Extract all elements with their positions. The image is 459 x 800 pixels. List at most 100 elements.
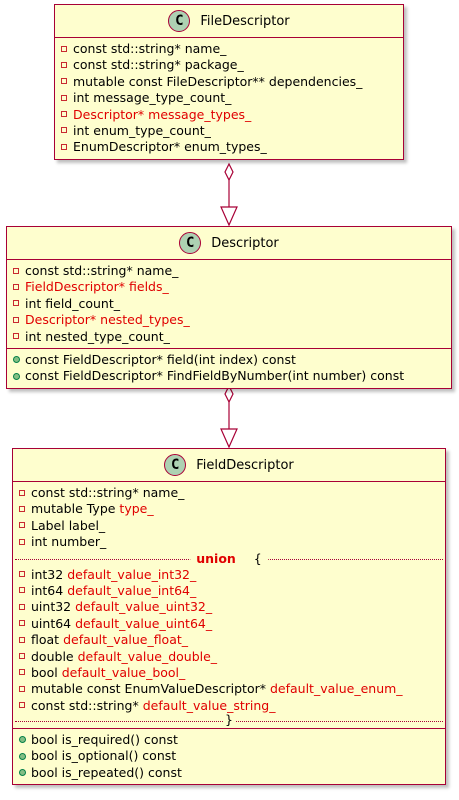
field-row: FieldDescriptor* fields_ [7, 279, 451, 295]
union-field-row-name: default_value_enum_ [269, 681, 403, 697]
class-badge-icon: C [164, 454, 187, 476]
union-close-brace: } [223, 712, 235, 728]
field-row: const std::string* package_ [55, 57, 403, 73]
private-visibility-icon [61, 78, 67, 85]
field-row-text: EnumDescriptor* enum_types_ [73, 139, 267, 155]
field-row-text: int enum_type_count_ [73, 122, 211, 138]
method-row-text: bool is_repeated() const [31, 764, 182, 780]
private-visibility-icon [61, 127, 67, 134]
class-name: FieldDescriptor [196, 457, 294, 473]
public-visibility-icon [19, 769, 26, 777]
class-header: C FileDescriptor [55, 5, 403, 37]
class-header: C FieldDescriptor [13, 449, 445, 481]
class-filedescriptor[interactable]: C FileDescriptor const std::string* name… [54, 4, 404, 160]
generalization-arrowhead [220, 428, 238, 449]
union-field-row: uint32 default_value_uint32_ [13, 599, 445, 615]
private-visibility-icon [61, 45, 67, 52]
union-field-row-name: default_value_int64_ [67, 582, 197, 598]
class-descriptor[interactable]: C Descriptor const std::string* name_Fie… [6, 226, 452, 389]
field-row: const std::string* name_ [55, 41, 403, 57]
field-row: int message_type_count_ [55, 90, 403, 106]
class-name: Descriptor [211, 235, 279, 251]
private-visibility-icon [13, 333, 19, 340]
public-visibility-icon [19, 736, 26, 744]
union-open-brace: { [253, 550, 262, 566]
field-row-text: int nested_type_count_ [25, 328, 170, 344]
fields-section: const std::string* name_const std::strin… [55, 37, 403, 159]
union-field-row: int64 default_value_int64_ [13, 583, 445, 599]
union-field-row-type: int64 [31, 582, 68, 598]
method-row: bool is_required() const [13, 732, 445, 748]
private-visibility-icon [19, 587, 25, 594]
generalization-arrowhead [220, 206, 238, 227]
union-field-row: const std::string* default_value_string_ [13, 698, 445, 714]
union-field-row: double default_value_double_ [13, 649, 445, 665]
union-field-row-type: mutable const EnumValueDescriptor* [31, 681, 270, 697]
union-field-row-name: default_value_double_ [77, 648, 218, 664]
field-row: int field_count_ [7, 296, 451, 312]
field-row: Descriptor* nested_types_ [7, 312, 451, 328]
union-field-row: int32 default_value_int32_ [13, 567, 445, 583]
private-visibility-icon [19, 702, 25, 709]
field-row-text: Label label_ [31, 517, 106, 533]
field-row-text: const std::string* package_ [73, 57, 244, 73]
field-row-text: int number_ [31, 534, 107, 550]
method-row: bool is_optional() const [13, 748, 445, 764]
union-field-row-name: default_value_float_ [63, 632, 189, 648]
field-row-text: const std::string* name_ [31, 485, 185, 500]
field-row: Label label_ [13, 518, 445, 534]
private-visibility-icon [13, 267, 19, 274]
composition-diamond [224, 162, 234, 182]
field-row: mutable Type type_ [13, 501, 445, 517]
method-row-text: const FieldDescriptor* field(int index) … [25, 351, 296, 367]
field-row-text: mutable const FileDescriptor** dependenc… [73, 73, 363, 89]
field-row-text: int field_count_ [25, 295, 121, 311]
union-field-row-name: default_value_int32_ [67, 566, 197, 582]
field-row-text: FieldDescriptor* fields_ [25, 279, 169, 295]
private-visibility-icon [61, 143, 67, 150]
private-visibility-icon [61, 61, 67, 68]
union-field-row-name: default_value_bool_ [61, 664, 186, 680]
class-header: C Descriptor [7, 227, 451, 259]
private-visibility-icon [61, 94, 67, 101]
private-visibility-icon [19, 603, 25, 610]
private-visibility-icon [19, 653, 25, 660]
field-row-type: mutable Type [31, 501, 120, 517]
union-field-row-name: default_value_uint32_ [75, 599, 213, 615]
field-row: int number_ [13, 534, 445, 550]
relation-descriptor-fielddescriptor [220, 384, 238, 449]
field-row: Descriptor* message_types_ [55, 107, 403, 123]
method-row: const FieldDescriptor* FindFieldByNumber… [7, 368, 451, 384]
union-field-row-type: double [31, 648, 78, 664]
private-visibility-icon [19, 620, 25, 627]
field-row: const std::string* name_ [7, 263, 451, 279]
union-field-row: bool default_value_bool_ [13, 665, 445, 681]
method-row-text: bool is_optional() const [31, 748, 177, 764]
fields-section: const std::string* name_FieldDescriptor*… [7, 259, 451, 348]
class-fielddescriptor[interactable]: C FieldDescriptor const std::string* nam… [12, 448, 446, 786]
relation-filedescriptor-descriptor [220, 162, 238, 227]
method-row-text: bool is_required() const [31, 732, 178, 748]
method-row: bool is_repeated() const [13, 765, 445, 781]
union-keyword: union [196, 550, 236, 566]
field-row-text: Descriptor* message_types_ [73, 106, 252, 122]
public-visibility-icon [19, 752, 26, 760]
private-visibility-icon [19, 505, 25, 512]
fields-section: const std::string* name_mutable Type typ… [13, 481, 445, 728]
field-row-name: type_ [119, 501, 154, 517]
union-field-row-type: uint64 [31, 615, 76, 631]
private-visibility-icon [13, 300, 19, 307]
private-visibility-icon [19, 571, 25, 578]
private-visibility-icon [19, 522, 25, 529]
union-field-row-type: const std::string* [31, 697, 143, 713]
union-field-row-type: float [31, 632, 64, 648]
union-separator: union { [13, 550, 445, 567]
field-row-text: int message_type_count_ [73, 90, 232, 106]
method-row-text: const FieldDescriptor* FindFieldByNumber… [25, 368, 405, 384]
union-field-row: mutable const EnumValueDescriptor* defau… [13, 681, 445, 697]
field-row: int nested_type_count_ [7, 329, 451, 345]
private-visibility-icon [19, 685, 25, 692]
union-field-row-type: int32 [31, 566, 68, 582]
